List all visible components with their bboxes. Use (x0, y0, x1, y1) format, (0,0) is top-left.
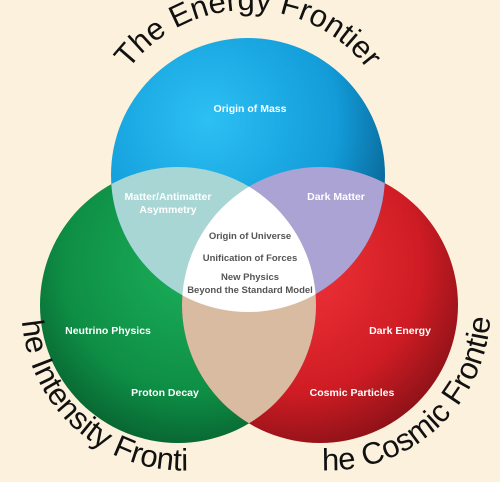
dark-matter-label: Dark Matter (307, 191, 365, 203)
origin-of-universe-label: Origin of Universe (209, 231, 291, 242)
overlap-center (182, 167, 316, 312)
matter-antimatter-label-line2: Asymmetry (139, 204, 196, 216)
new-physics-label-line1: New Physics (221, 272, 279, 283)
matter-antimatter-label-line1: Matter/Antimatter (125, 191, 212, 203)
dark-energy-label: Dark Energy (369, 325, 431, 337)
cosmic-particles-label: Cosmic Particles (310, 387, 395, 399)
unification-of-forces-label: Unification of Forces (203, 253, 297, 264)
neutrino-physics-label: Neutrino Physics (65, 325, 151, 337)
origin-of-mass-label: Origin of Mass (214, 103, 287, 115)
proton-decay-label: Proton Decay (131, 387, 199, 399)
new-physics-label-line2: Beyond the Standard Model (187, 285, 313, 296)
